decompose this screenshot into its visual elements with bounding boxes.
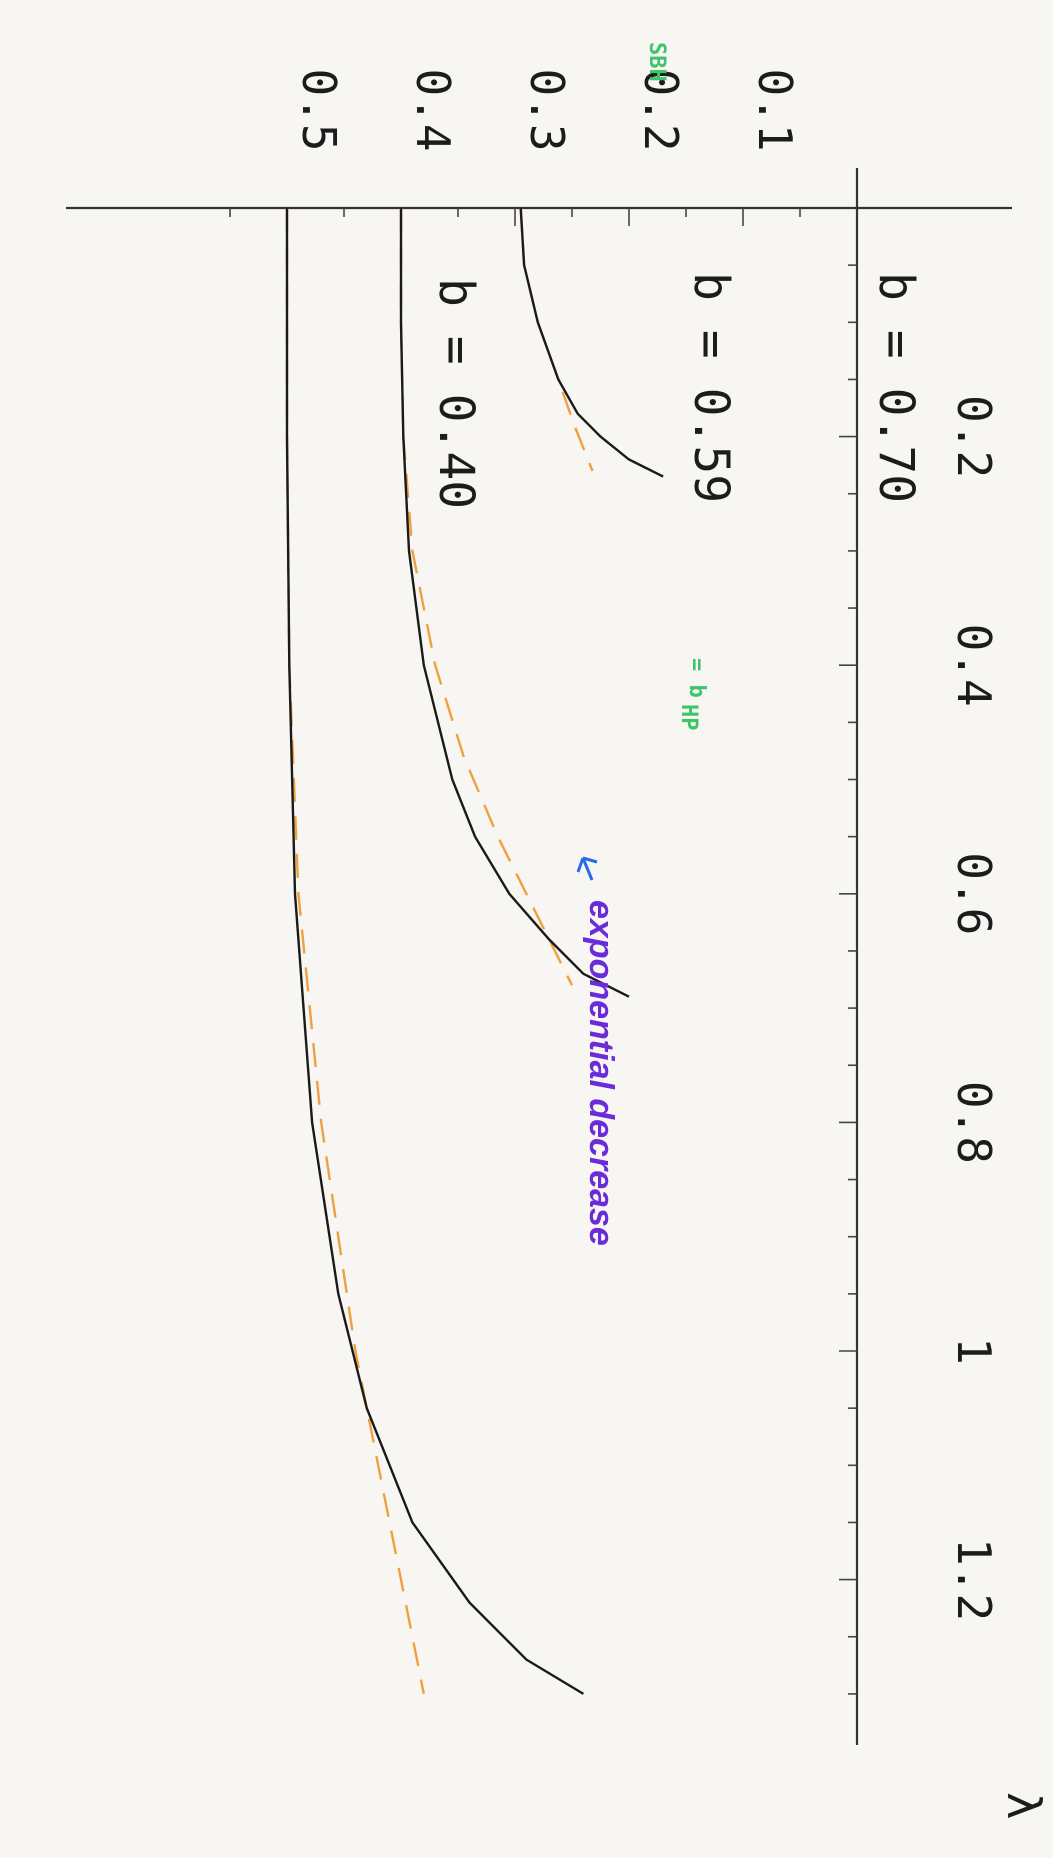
x-tick-label: 0.4 bbox=[947, 624, 1001, 707]
annotation-exponential: exponential decrease bbox=[582, 900, 620, 1246]
y-tick-label: 0.4 bbox=[406, 68, 460, 151]
x-tick-label: 0.2 bbox=[947, 395, 1001, 478]
x-tick-label: 0.8 bbox=[947, 1081, 1001, 1164]
x-axis-label: λ bbox=[997, 1792, 1051, 1820]
annotation-sbh: SBH bbox=[644, 42, 669, 82]
labels-layer: 0.2 0.4 0.6 0.8 1 1.2 0.1 0.2 0.3 0.4 0.5 λ b = 0.70… bbox=[292, 42, 1051, 1820]
x-tick-label: 1 bbox=[947, 1337, 1001, 1365]
series-layer bbox=[285, 207, 664, 1695]
arrow-icon bbox=[576, 856, 598, 881]
annotation-b-hp-sub: HP bbox=[676, 704, 701, 731]
y-tick-label: 0.1 bbox=[748, 68, 802, 151]
series-approx-line bbox=[399, 208, 574, 986]
series-line bbox=[399, 208, 630, 998]
y-tick-label: 0.5 bbox=[292, 68, 346, 151]
series-label: b = 0.40 bbox=[428, 278, 484, 509]
series-label: b = 0.70 bbox=[868, 272, 924, 503]
ticks bbox=[229, 208, 857, 1695]
y-tick-label: 0.3 bbox=[520, 68, 574, 151]
x-tick-label: 0.6 bbox=[947, 852, 1001, 935]
series-approx-line bbox=[519, 207, 594, 472]
x-tick-label: 1.2 bbox=[947, 1538, 1001, 1621]
y-tick-label: 0.2 bbox=[634, 68, 688, 151]
annotation-b-hp: = b bbox=[684, 658, 709, 698]
series-line bbox=[285, 208, 585, 1695]
series-label: b = 0.59 bbox=[683, 272, 739, 503]
axes bbox=[66, 168, 1012, 1745]
series-line bbox=[519, 207, 664, 478]
